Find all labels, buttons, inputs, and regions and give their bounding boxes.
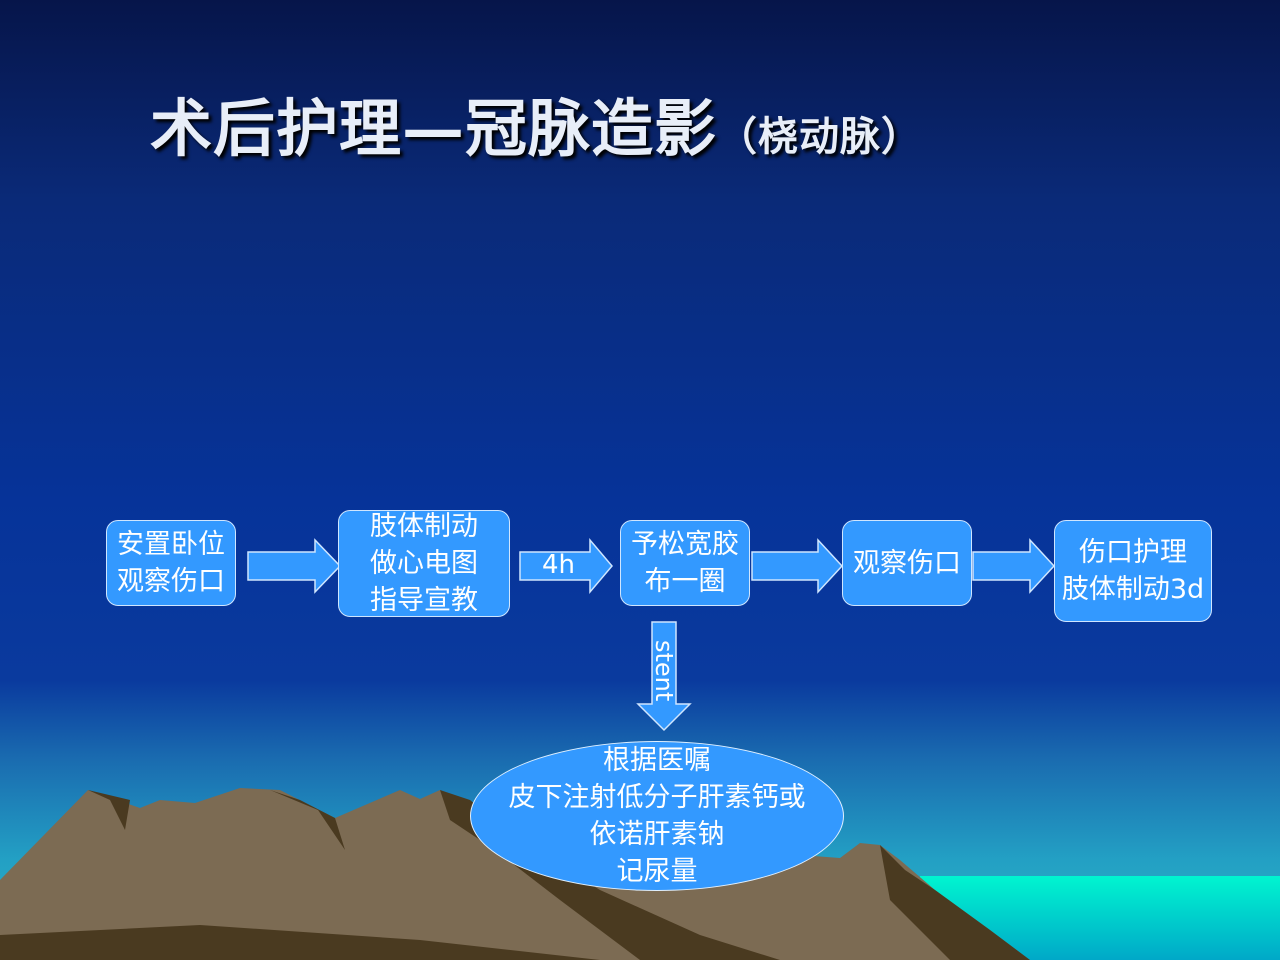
step-5-line: 肢体制动3d [1061, 574, 1205, 605]
step-2-box: 肢体制动 做心电图 指导宣教 [338, 510, 510, 617]
step-1-box: 安置卧位 观察伤口 [106, 520, 236, 606]
title-sub: （桡动脉） [717, 113, 923, 160]
arrow-label-4h: 4h [542, 550, 576, 580]
arrow-2-3 [519, 537, 613, 595]
ellipse-line: 皮下注射低分子肝素钙或 [508, 782, 806, 813]
step-4-line: 观察伤口 [853, 547, 961, 579]
ellipse-line: 依诺肝素钠 [589, 819, 725, 850]
mountain-shadow [880, 845, 1030, 960]
arrow-1-2 [247, 538, 342, 594]
ellipse-line: 记尿量 [616, 856, 698, 887]
step-2-line: 指导宣教 [370, 585, 478, 616]
instruction-ellipse: 根据医嘱 皮下注射低分子肝素钙或 依诺肝素钠 记尿量 [470, 741, 844, 891]
arrow-4-5 [972, 538, 1056, 594]
ellipse-line: 根据医嘱 [603, 745, 711, 776]
step-1-line: 安置卧位 [117, 529, 225, 560]
slide-title: 术后护理—冠脉造影（桡动脉） [150, 78, 922, 168]
mountains [0, 788, 1030, 960]
step-5-box: 伤口护理 肢体制动3d [1054, 520, 1212, 622]
step-3-line: 布一圈 [644, 566, 726, 597]
step-5-line: 伤口护理 [1079, 537, 1187, 568]
step-2-line: 做心电图 [370, 548, 478, 579]
mountain-shadow [0, 925, 600, 960]
step-4-box: 观察伤口 [842, 520, 972, 606]
step-3-box: 予松宽胶 布一圈 [620, 520, 750, 606]
down-arrow-label-stent: stent [650, 640, 678, 702]
arrow-down [636, 621, 692, 732]
step-2-line: 肢体制动 [370, 511, 478, 542]
step-3-line: 予松宽胶 [631, 529, 739, 560]
title-main: 术后护理—冠脉造影 [150, 92, 718, 165]
mountain-shadow [270, 790, 345, 850]
mountain-shadows [88, 790, 130, 830]
step-1-line: 观察伤口 [117, 566, 225, 597]
arrow-3-4 [751, 538, 844, 594]
